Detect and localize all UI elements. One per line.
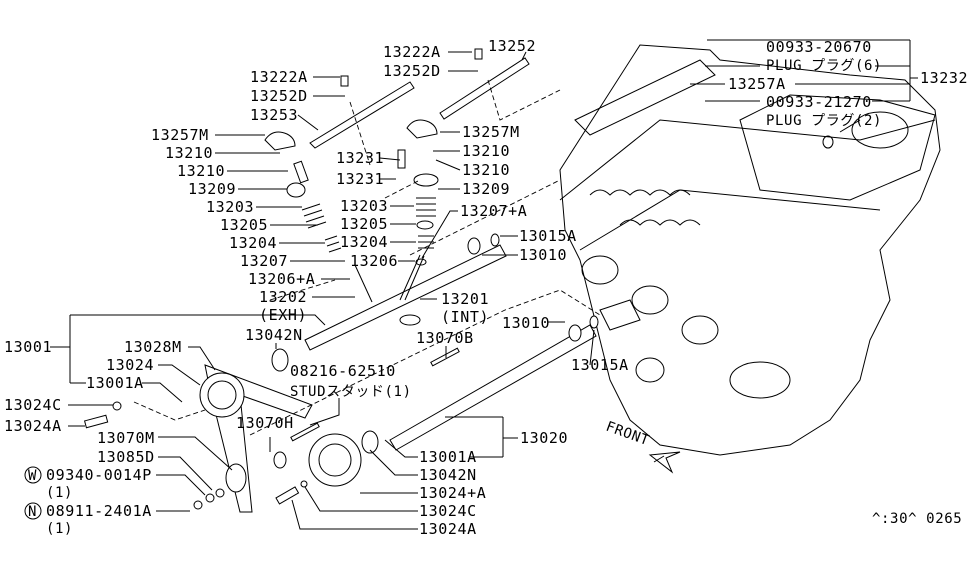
rocker-shaft-drawing bbox=[264, 48, 530, 266]
part-label: STUDスタッド(1) bbox=[290, 384, 412, 400]
part-label: 08911-2401A bbox=[46, 502, 152, 520]
part-label: 13085D bbox=[97, 448, 155, 466]
timing-belt-drawing bbox=[83, 348, 379, 513]
part-label: N bbox=[28, 504, 37, 520]
part-label: 13257A bbox=[728, 75, 786, 93]
part-label: 13231 bbox=[336, 149, 384, 167]
part-label: 13206+A bbox=[248, 270, 315, 288]
part-label: 08216-62510 bbox=[290, 362, 396, 380]
part-label: 13207 bbox=[240, 252, 288, 270]
part-label: W bbox=[28, 468, 37, 484]
part-label: 13207+A bbox=[460, 202, 527, 220]
part-label: 13070H bbox=[236, 414, 294, 432]
part-label: 13232 bbox=[920, 69, 968, 87]
part-label: 13205 bbox=[220, 216, 268, 234]
leader-lines bbox=[50, 39, 918, 530]
part-label: 13010 bbox=[502, 314, 550, 332]
part-label: 13206 bbox=[350, 252, 398, 270]
part-label: 13042N bbox=[245, 326, 303, 344]
part-label: 13252D bbox=[250, 87, 308, 105]
n-circle-icon bbox=[24, 502, 42, 520]
part-labels: 13222A 13252 13252D 13222A 13252D 13253 … bbox=[4, 37, 968, 538]
part-label: 13020 bbox=[520, 429, 568, 447]
part-label: 13222A bbox=[383, 43, 441, 61]
part-label: 13015A bbox=[519, 227, 577, 245]
part-label: 13209 bbox=[462, 180, 510, 198]
w-circle-icon bbox=[24, 466, 42, 484]
part-label: 13001 bbox=[4, 338, 52, 356]
part-label: 13252D bbox=[383, 62, 441, 80]
part-label: 09340-0014P bbox=[46, 466, 152, 484]
part-label: 13070M bbox=[97, 429, 155, 447]
part-label: 13001A bbox=[86, 374, 144, 392]
part-label: 13210 bbox=[177, 162, 225, 180]
part-label: 13252 bbox=[488, 37, 536, 55]
diagram-code: ^:30^ 0265 bbox=[872, 511, 962, 527]
part-label: (1) bbox=[46, 521, 73, 537]
part-label: 13010 bbox=[519, 246, 567, 264]
part-label: 13070B bbox=[416, 329, 474, 347]
part-label: 00933-20670 bbox=[766, 38, 872, 56]
part-label: 13202 bbox=[259, 288, 307, 306]
part-label: 13210 bbox=[462, 161, 510, 179]
part-label: 13028M bbox=[124, 338, 182, 356]
part-label: 00933-21270 bbox=[766, 93, 872, 111]
dashed-guide-lines bbox=[133, 79, 601, 436]
part-label: 13257M bbox=[151, 126, 209, 144]
part-label: 13253 bbox=[250, 106, 298, 124]
part-label: 13024C bbox=[419, 502, 477, 520]
engine-block-drawing bbox=[559, 44, 941, 456]
part-label: 13222A bbox=[250, 68, 308, 86]
part-label: 13204 bbox=[340, 233, 388, 251]
part-label: 13024A bbox=[4, 417, 62, 435]
part-label: 13257M bbox=[462, 123, 520, 141]
part-label: (1) bbox=[46, 485, 73, 501]
front-label: FRONT bbox=[604, 419, 652, 449]
part-label: 13205 bbox=[340, 215, 388, 233]
camshaft-drawing bbox=[290, 233, 599, 451]
part-label: 13203 bbox=[206, 198, 254, 216]
part-label: 13024C bbox=[4, 396, 62, 414]
part-label: 13042N bbox=[419, 466, 477, 484]
part-label: 13001A bbox=[419, 448, 477, 466]
part-label: (EXH) bbox=[259, 306, 307, 324]
part-label: 13015A bbox=[571, 356, 629, 374]
part-label: PLUG プラグ(2) bbox=[766, 113, 882, 129]
front-arrow-icon bbox=[648, 451, 681, 474]
part-label: 13231 bbox=[336, 170, 384, 188]
part-label: 13209 bbox=[188, 180, 236, 198]
part-label: 13204 bbox=[229, 234, 277, 252]
part-label: PLUG プラグ(6) bbox=[766, 58, 882, 74]
part-label: 13201 bbox=[441, 290, 489, 308]
part-label: 13024A bbox=[419, 520, 477, 538]
part-label: 13210 bbox=[165, 144, 213, 162]
part-label: (INT) bbox=[441, 308, 489, 326]
part-label: 13024 bbox=[106, 356, 154, 374]
part-label: 13024+A bbox=[419, 484, 486, 502]
part-label: 13203 bbox=[340, 197, 388, 215]
part-label: 13210 bbox=[462, 142, 510, 160]
